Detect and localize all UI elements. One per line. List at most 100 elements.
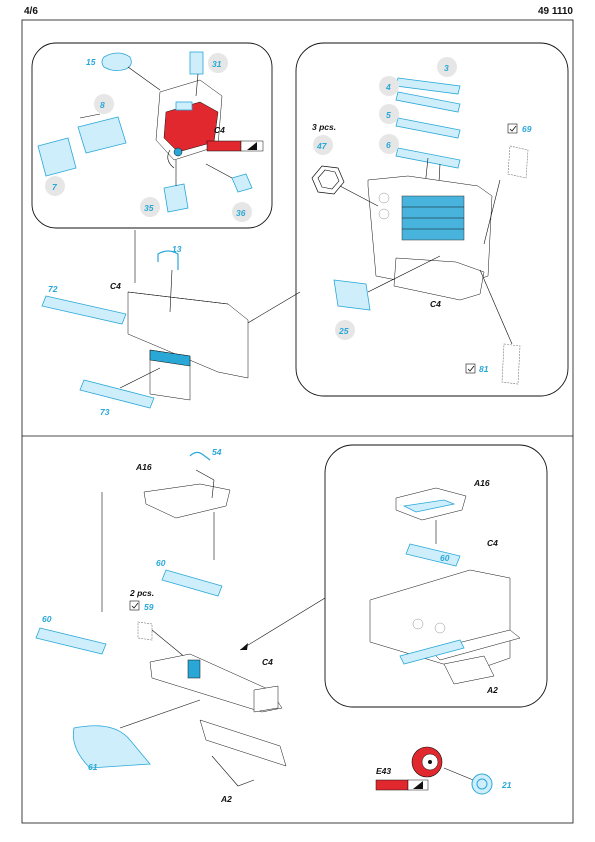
gauge-detail: E43 21 xyxy=(375,746,512,795)
leader-line xyxy=(367,255,441,293)
part-60-shape xyxy=(161,569,223,597)
part-47-inner xyxy=(317,169,340,190)
check-box-icon xyxy=(507,123,518,134)
part-25-shape xyxy=(333,279,371,311)
hull-ledge xyxy=(429,629,521,661)
part-number: 8 xyxy=(100,100,105,110)
strip-4 xyxy=(395,91,461,113)
part-73-shape xyxy=(79,379,155,409)
shelf-etch xyxy=(402,499,456,513)
part-number: 3 xyxy=(444,63,449,73)
strip-5 xyxy=(395,117,461,139)
part-72-shape xyxy=(41,295,127,325)
bubble xyxy=(208,53,228,73)
check-box-icon xyxy=(465,363,476,374)
assembly-label: C4 xyxy=(430,299,441,309)
color-label-e43: E43 xyxy=(376,766,391,776)
leader-line xyxy=(151,629,187,659)
hull-edge xyxy=(211,755,255,787)
part-number: 25 xyxy=(338,326,349,336)
check-mark-icon xyxy=(467,365,475,372)
panel-hole xyxy=(378,192,390,204)
gauge-center xyxy=(428,760,432,764)
leader-line xyxy=(195,73,199,97)
quantity-note: 3 pcs. xyxy=(312,122,336,132)
part-number: 6 xyxy=(386,140,391,150)
part-21-inner xyxy=(476,778,488,790)
part-number: 60 xyxy=(156,558,166,568)
panel-base xyxy=(393,257,485,301)
leader-line xyxy=(205,163,233,179)
bubble xyxy=(379,76,399,96)
panel-hole xyxy=(434,622,446,634)
part-31-shape xyxy=(189,51,204,75)
part-47-shape xyxy=(311,165,345,195)
leader-line xyxy=(443,767,479,783)
bubble xyxy=(140,197,160,217)
panel-hole xyxy=(412,618,424,630)
shelf-bracket xyxy=(195,469,215,499)
part-label-a16: A16 xyxy=(473,478,490,488)
cable-line xyxy=(167,149,175,169)
panel-knob xyxy=(173,147,183,157)
part-81-shape xyxy=(501,343,521,385)
bubble xyxy=(313,135,333,155)
part-number: 15 xyxy=(86,57,96,67)
top-left-inset: C4 8 7 31 35 36 15 xyxy=(31,42,273,229)
part-36-shape xyxy=(231,173,253,193)
part-number: 60 xyxy=(440,553,450,563)
part-label-c4: C4 xyxy=(487,538,498,548)
part-number: 21 xyxy=(501,780,512,790)
leader-line xyxy=(239,597,326,651)
part-61-shape xyxy=(72,725,151,769)
part-number: 54 xyxy=(212,447,222,457)
red-swatch xyxy=(375,779,409,791)
hull-edge xyxy=(127,291,229,305)
panel-hole xyxy=(378,208,390,220)
assembly-label: C4 xyxy=(110,281,121,291)
check-box-icon xyxy=(129,600,140,611)
part-number: 36 xyxy=(236,208,246,218)
shelf-a16 xyxy=(143,483,231,519)
check-mark-icon xyxy=(509,125,517,132)
part-number: 7 xyxy=(52,182,58,192)
color-label-c4: C4 xyxy=(214,125,225,135)
bubble xyxy=(379,134,399,154)
hull-block-c4 xyxy=(253,685,279,713)
part-number: 61 xyxy=(88,762,98,772)
swatch-triangle xyxy=(247,142,257,150)
inset-frame xyxy=(295,42,569,397)
part-number: 47 xyxy=(316,141,328,151)
part-69-shape xyxy=(507,145,529,179)
hull-box-blue xyxy=(149,349,191,367)
part-label-a2: A2 xyxy=(220,794,232,804)
part-60b-shape xyxy=(35,627,107,655)
bubble xyxy=(45,176,65,196)
bubble xyxy=(232,202,252,222)
part-15-shape xyxy=(101,52,132,71)
hull-lower xyxy=(443,655,495,685)
part-59-shape xyxy=(137,621,153,641)
part-label-c4: C4 xyxy=(262,657,273,667)
bubble xyxy=(335,320,355,340)
part-54-shape xyxy=(189,451,211,461)
part-number: 60 xyxy=(42,614,52,624)
red-swatch xyxy=(206,140,242,152)
leader-line xyxy=(169,269,173,313)
leader-line xyxy=(339,185,379,207)
leader-line xyxy=(483,179,501,245)
panel-insert xyxy=(175,101,193,111)
leader-line xyxy=(127,66,161,91)
part-number: 69 xyxy=(522,124,532,134)
strip-3 xyxy=(395,77,461,95)
bottom-main-assembly: 54 60 59 60 61 A16 C4 A2 2 pcs. xyxy=(35,447,326,804)
hull-lower xyxy=(199,719,287,767)
hull-bottom xyxy=(149,653,283,713)
bubble xyxy=(94,94,114,114)
part-number: 4 xyxy=(385,82,391,92)
part-8-shape xyxy=(77,116,127,154)
part-number: 81 xyxy=(479,364,489,374)
page-border xyxy=(21,19,574,824)
top-right-inset: 3 4 5 6 47 25 69 81 3 pcs. C4 xyxy=(295,42,569,397)
